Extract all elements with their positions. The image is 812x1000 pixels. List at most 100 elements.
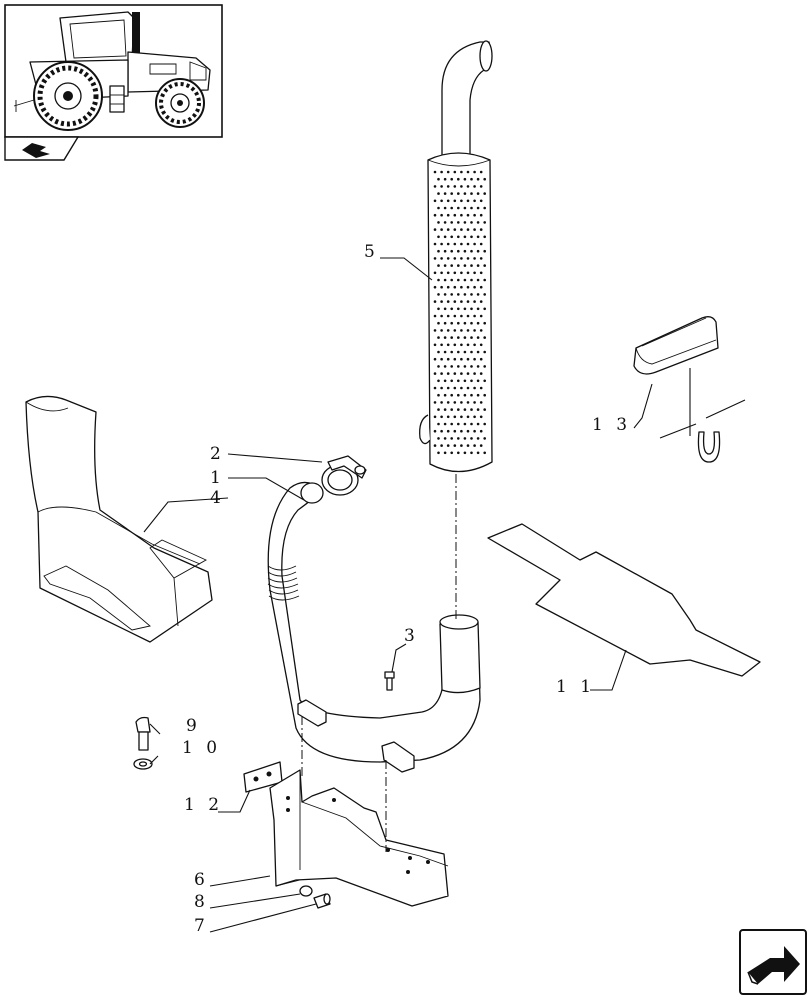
callout-3[interactable]: 3 (404, 626, 419, 646)
perforation-dot (479, 401, 483, 404)
callout-8[interactable]: 8 (194, 892, 209, 912)
perforation-dot (460, 314, 463, 318)
perforation-dot (479, 242, 483, 246)
perforation-dot (443, 278, 447, 282)
perforation-dot (443, 221, 447, 224)
perforation-dot (446, 444, 450, 447)
perforation-dot (446, 185, 450, 188)
perforation-dot (457, 437, 460, 440)
perforation-dot (463, 278, 467, 282)
perforation-dot (440, 213, 443, 217)
perforation-dot (479, 329, 483, 332)
perforation-dot (463, 321, 467, 325)
perforation-dot (437, 393, 440, 397)
perforation-dot (460, 300, 463, 303)
callout-1[interactable]: 1 (210, 468, 225, 488)
perforation-dot (453, 329, 457, 332)
perforation-dot (437, 336, 440, 339)
perforation-dot (440, 343, 443, 347)
perforation-dot (483, 336, 487, 339)
callout-9[interactable]: 9 (186, 716, 201, 736)
perforation-dot (440, 386, 443, 390)
perforation-dot (479, 429, 483, 433)
perforation-dot (479, 228, 483, 231)
perforation-dot (443, 293, 447, 296)
perforation-dot (457, 451, 460, 455)
next-page-arrow-icon[interactable] (739, 929, 807, 995)
perforation-dot (466, 444, 470, 447)
perforation-dot (450, 249, 454, 253)
perforation-dot (450, 221, 454, 224)
tractor-thumbnail-icon[interactable] (4, 4, 223, 138)
perforation-dot (457, 350, 460, 354)
leader-lines (143, 257, 653, 933)
perforation-dot (463, 379, 467, 383)
perforation-dot (466, 228, 470, 231)
perforation-dot (466, 185, 470, 188)
perforation-dot (443, 379, 447, 383)
perforation-dot (443, 235, 447, 239)
perforation-dot (450, 408, 454, 411)
perforation-dot (463, 206, 467, 210)
perforation-dot (463, 307, 467, 311)
perforation-dot (483, 365, 487, 368)
perforation-dot (457, 264, 460, 267)
perforation-dot (457, 177, 460, 181)
perforation-dot (460, 185, 463, 188)
perforation-dot (433, 257, 437, 260)
perforation-dot (466, 314, 470, 318)
bolt-small-part (384, 671, 395, 691)
perforation-dot (476, 307, 480, 311)
perforation-dot (433, 401, 437, 404)
perforation-dot (463, 350, 467, 354)
perforation-dot (466, 242, 470, 246)
perforation-dot (440, 357, 443, 361)
perforation-dot (476, 336, 480, 339)
perforation-dot (457, 379, 460, 383)
perforation-dot (473, 357, 476, 361)
perforation-dot (479, 185, 483, 188)
perforation-dot (473, 415, 476, 419)
perforation-dot (437, 379, 440, 383)
perforation-dot (466, 401, 470, 404)
perforation-dot (437, 264, 440, 267)
callout-5[interactable]: 5 (364, 242, 379, 262)
perforation-dot (466, 213, 470, 217)
perforation-dot (470, 393, 473, 397)
callout-6[interactable]: 6 (194, 870, 209, 890)
perforation-dot (473, 199, 476, 203)
perforation-dot (483, 307, 487, 311)
callout-12[interactable]: 1 2 (184, 795, 223, 815)
perforation-dot (473, 314, 476, 318)
perforation-dot (457, 293, 460, 296)
callout-7[interactable]: 7 (194, 916, 209, 936)
perforation-dot (433, 199, 437, 203)
perforation-dot (470, 336, 473, 339)
callout-11[interactable]: 1 1 (556, 677, 595, 697)
perforation-dot (476, 408, 480, 411)
muffler-perforation-pattern (433, 170, 487, 455)
perforation-dot (476, 422, 480, 426)
perforation-dot (453, 401, 457, 404)
perforation-dot (450, 451, 454, 455)
perforation-dot (476, 192, 480, 195)
perforation-dot (450, 293, 454, 296)
callout-10[interactable]: 1 0 (182, 738, 221, 758)
callout-2[interactable]: 2 (210, 444, 225, 464)
perforation-dot (446, 228, 450, 231)
perforation-dot (479, 314, 483, 318)
support-bracket-part (269, 769, 449, 907)
perforation-dot (443, 451, 447, 455)
perforation-dot (460, 429, 463, 433)
perforation-dot (473, 386, 476, 390)
perforation-dot (470, 293, 473, 296)
catalog-page-icon[interactable] (4, 136, 80, 161)
callout-13[interactable]: 1 3 (592, 415, 631, 435)
perforation-dot (460, 213, 463, 217)
perforation-dot (457, 221, 460, 224)
perforation-dot (483, 192, 487, 195)
perforation-dot (437, 437, 440, 440)
callout-4[interactable]: 4 (210, 488, 225, 508)
perforation-dot (457, 278, 460, 282)
